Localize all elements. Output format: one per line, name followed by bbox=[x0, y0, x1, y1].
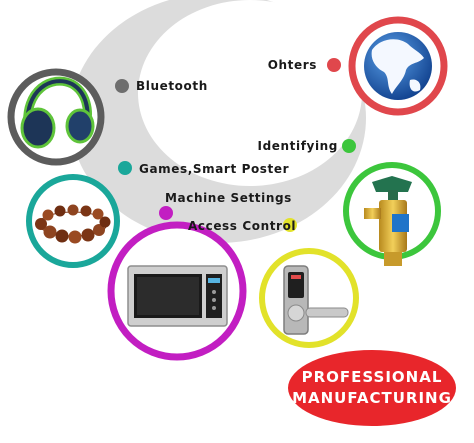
microwave-item bbox=[107, 221, 247, 361]
access-dot bbox=[283, 218, 297, 232]
globe-icon bbox=[364, 32, 432, 100]
identifying-label: Identifying bbox=[258, 139, 338, 153]
professional-manufacturing-badge: PROFESSIONAL MANUFACTURING bbox=[288, 350, 456, 426]
bracelet-item bbox=[26, 174, 120, 268]
globe-item bbox=[348, 16, 448, 116]
access-label: Access Control bbox=[188, 219, 296, 233]
identifying-dot bbox=[342, 139, 356, 153]
bluetooth-label: Bluetooth bbox=[136, 79, 208, 93]
badge-line-1: PROFESSIONAL bbox=[302, 368, 443, 386]
games-dot bbox=[118, 161, 132, 175]
bluetooth-dot bbox=[115, 79, 129, 93]
machine-dot bbox=[159, 206, 173, 220]
machine-label: Machine Settings bbox=[165, 191, 292, 205]
valve-item bbox=[343, 162, 441, 266]
gas-valve-icon bbox=[364, 176, 412, 266]
lock-item bbox=[259, 248, 359, 348]
headphones-item bbox=[7, 68, 105, 166]
microwave-icon bbox=[127, 265, 228, 327]
others-label: Ohters bbox=[268, 58, 317, 72]
games-label: Games,Smart Poster bbox=[139, 162, 289, 176]
badge-line-2: MANUFACTURING bbox=[292, 389, 452, 407]
crescent-background bbox=[70, 0, 366, 243]
bracelet-icon bbox=[35, 204, 111, 244]
headphones-icon bbox=[20, 76, 95, 149]
others-dot bbox=[327, 58, 341, 72]
door-lock-icon bbox=[283, 265, 349, 335]
